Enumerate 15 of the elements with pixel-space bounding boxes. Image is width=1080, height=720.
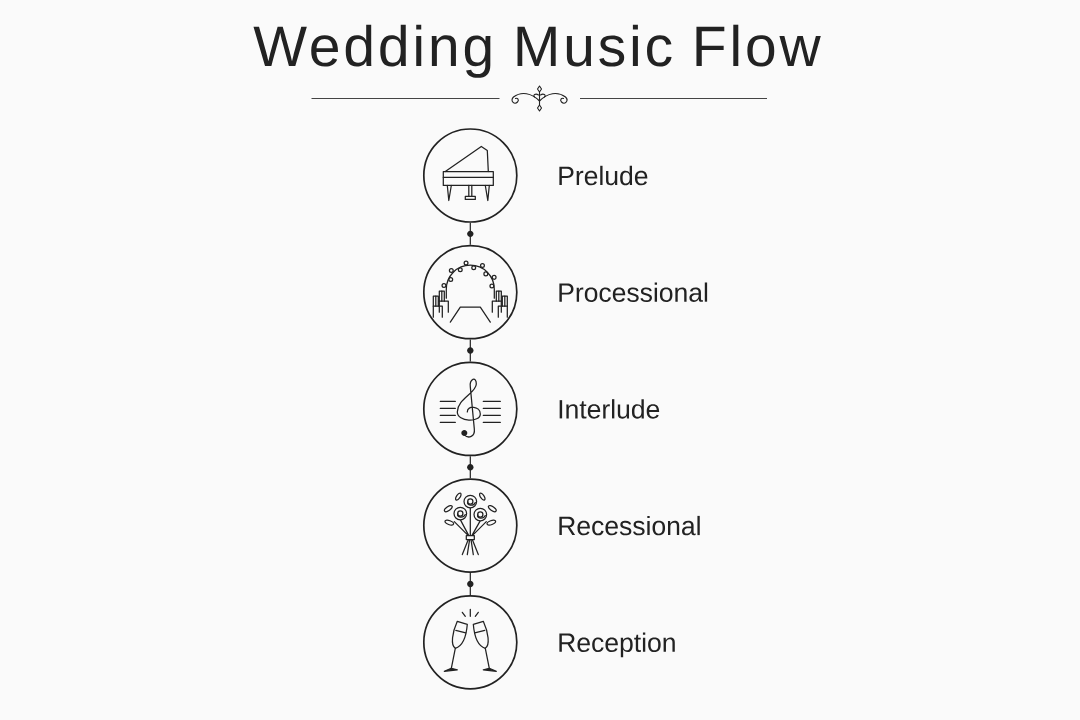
stage-label: Processional	[559, 282, 708, 302]
connector	[469, 572, 471, 596]
stage-circle	[422, 244, 518, 340]
stage-circle	[422, 361, 518, 457]
connector	[469, 222, 471, 246]
connector	[469, 455, 471, 479]
stage-label: Prelude	[559, 165, 648, 186]
connector	[469, 338, 471, 363]
stage-label: Interlude	[559, 399, 660, 419]
title: Wedding Music Flow	[253, 24, 821, 78]
stage-circle	[422, 478, 518, 573]
stage-circle	[422, 128, 518, 223]
stage-label: Recessional	[559, 515, 700, 536]
stage-label: Reception	[559, 632, 675, 658]
stage-circle	[422, 594, 518, 690]
